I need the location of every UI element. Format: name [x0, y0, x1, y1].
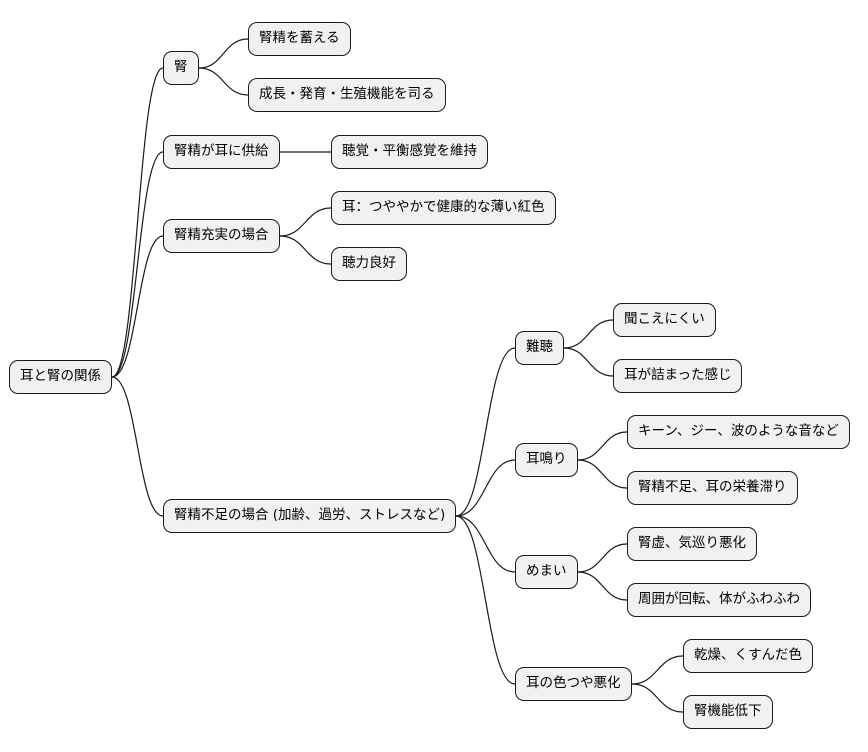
edge-node-dry-dull: [631, 655, 684, 685]
edge-node-kidney-deficiency: [577, 543, 628, 573]
edge-node-spinning-floating: [577, 571, 628, 601]
node-hearing-balance: 聴覚・平衡感覚を維持: [331, 135, 488, 169]
node-kidney-deficiency: 腎虚、気巡り悪化: [627, 527, 757, 561]
node-kidney-function-decline: 腎機能低下: [683, 695, 773, 729]
edge-node-hard-to-hear: [563, 319, 614, 349]
edge-node-growth-reproduction: [198, 67, 249, 96]
node-hard-to-hear: 聞こえにくい: [613, 303, 716, 337]
node-dry-dull: 乾燥、くすんだ色: [683, 639, 813, 673]
node-tinnitus: 耳鳴り: [515, 443, 578, 477]
node-essence-sufficient: 腎精充実の場合: [163, 219, 280, 253]
node-ear-healthy-color: 耳：つややかで健康的な薄い紅色: [331, 191, 556, 225]
node-growth-reproduction: 成長・発育・生殖機能を司る: [248, 78, 446, 112]
node-dizziness: めまい: [515, 555, 578, 589]
edge-node-hearing-loss: [455, 347, 516, 517]
node-ear-color-worse: 耳の色つや悪化: [515, 667, 632, 701]
node-ear-blocked: 耳が詰まった感じ: [613, 359, 743, 393]
edge-node-ear-color-worse: [455, 515, 516, 685]
edge-node-essence-deficient: [111, 376, 164, 517]
edge-node-dizziness: [455, 515, 516, 573]
edge-node-kidney: [111, 67, 164, 378]
edge-node-good-hearing: [279, 235, 332, 265]
node-spinning-floating: 周囲が回転、体がふわふわ: [627, 583, 811, 617]
node-supply-to-ear: 腎精が耳に供給: [163, 135, 280, 169]
node-kidney: 腎: [163, 51, 199, 85]
node-ringing-sounds: キーン、ジー、波のような音など: [627, 415, 850, 449]
edge-node-supply-to-ear: [111, 151, 164, 378]
node-good-hearing: 聴力良好: [331, 247, 407, 281]
node-hearing-loss: 難聴: [515, 331, 564, 365]
node-essence-deficient: 腎精不足の場合 (加齢、過労、ストレスなど): [163, 499, 457, 533]
node-root: 耳と腎の関係: [9, 360, 112, 394]
edge-node-tinnitus: [455, 459, 516, 517]
edge-node-store-kidney-essence: [198, 38, 249, 69]
edge-node-ringing-sounds: [577, 431, 628, 461]
edge-node-nutrition-stagnation: [577, 459, 628, 489]
node-store-kidney-essence: 腎精を蓄える: [248, 22, 351, 56]
edge-node-ear-blocked: [563, 347, 614, 377]
edge-node-essence-sufficient: [111, 235, 164, 378]
edge-node-kidney-function-decline: [631, 683, 684, 713]
edge-node-ear-healthy-color: [279, 207, 332, 237]
node-nutrition-stagnation: 腎精不足、耳の栄養滞り: [627, 471, 798, 505]
